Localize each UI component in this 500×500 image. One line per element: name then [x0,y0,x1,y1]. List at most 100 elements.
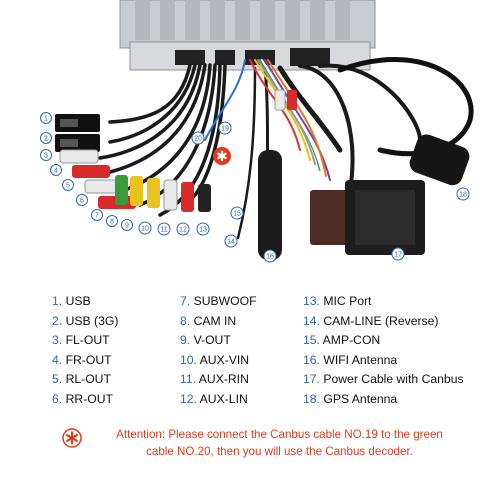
legend-item: 2. USB (3G) [52,312,118,332]
svg-text:11: 11 [160,227,167,234]
legend-label: AUX-LIN [199,391,248,406]
legend-label: SUBWOOF [193,294,257,308]
attention-star-marker [213,147,231,165]
legend-number: 13. [303,294,320,308]
legend-label: MIC Port [323,294,372,308]
svg-text:2: 2 [44,136,48,143]
legend-item: 11. AUX-RIN [180,370,257,390]
legend-number: 12. [180,391,197,406]
legend-number: 1. [52,294,63,308]
legend-label: AUX-RIN [198,372,249,387]
callout-12: 12 [176,222,190,236]
legend-number: 11. [180,372,197,387]
callout-7: 7 [91,209,103,221]
callout-19: 19 [218,121,232,135]
callout-17: 17 [391,247,405,261]
legend-number: 6. [52,391,63,406]
canbus-connector [310,180,425,255]
attention-note: Attention: Please connect the Canbus cab… [62,424,462,462]
svg-text:10: 10 [141,226,149,233]
legend-label: CAM IN [193,313,237,328]
legend-item: 1. USB [52,292,118,312]
asterisk-warning-icon [62,428,82,448]
legend-item: 9. V-OUT [180,331,257,351]
callout-16: 16 [263,249,277,263]
callout-4: 4 [50,164,62,176]
svg-text:4: 4 [54,168,58,175]
svg-text:20: 20 [194,136,202,143]
callout-18: 18 [456,187,470,201]
legend-column-3: 13. MIC Port 14. CAM-LINE (Reverse) 15. … [303,292,464,410]
legend-number: 17. [303,372,320,387]
rca-connectors [59,89,297,212]
legend-item: 13. MIC Port [303,292,464,312]
legend-column-2: 7. SUBWOOF 8. CAM IN 9. V-OUT 10. AUX-VI… [180,292,257,410]
legend-label: RL-OUT [65,372,111,387]
gps-antenna [409,134,470,186]
legend-number: 3. [52,333,63,348]
legend-item: 15. AMP-CON [303,331,464,351]
legend-label: GPS Antenna [323,391,398,406]
callout-13: 13 [196,222,210,236]
attention-text: Attention: Please connect the Canbus cab… [92,426,467,460]
legend-number: 15. [303,333,320,348]
callout-14: 14 [224,234,238,248]
attention-line-1: Attention: Please connect the Canbus cab… [116,428,443,441]
svg-text:12: 12 [179,227,187,234]
legend-item: 18. GPS Antenna [303,390,464,410]
svg-text:5: 5 [66,183,70,190]
legend-item: 8. CAM IN [180,312,257,332]
legend-number: 10. [180,352,197,367]
legend-item: 12. AUX-LIN [180,390,257,410]
legend-label: USB [65,294,91,308]
svg-text:6: 6 [80,198,84,205]
callout-3: 3 [40,149,52,161]
callout-2: 2 [40,132,52,144]
svg-text:3: 3 [44,153,48,160]
callout-8: 8 [106,215,118,227]
legend-number: 14. [303,313,320,328]
svg-text:7: 7 [95,213,99,220]
legend-number: 7. [180,294,191,308]
svg-text:13: 13 [199,227,207,234]
callout-6: 6 [76,194,88,206]
legend-label: WIFI Antenna [323,352,398,367]
callout-5: 5 [62,179,74,191]
svg-text:19: 19 [221,126,229,133]
legend-number: 9. [180,333,191,348]
legend-item: 4. FR-OUT [52,351,118,371]
usb-connectors [55,114,100,152]
legend-item: 6. RR-OUT [52,390,118,410]
legend-item: 17. Power Cable with Canbus [303,370,464,390]
legend-label: V-OUT [193,333,231,348]
attention-line-2: cable NO.20, then you will use the Canbu… [146,445,413,458]
legend-label: RR-OUT [65,391,113,406]
callout-10: 10 [138,221,152,235]
callout-9: 9 [121,219,133,231]
svg-text:17: 17 [394,252,402,259]
legend-number: 18. [303,391,320,406]
legend-number: 5. [52,372,63,387]
legend-label: FL-OUT [65,333,110,348]
legend-item: 3. FL-OUT [52,331,118,351]
legend-label: USB (3G) [65,313,119,328]
legend-number: 2. [52,313,63,328]
callout-11: 11 [157,222,171,236]
svg-text:18: 18 [459,192,467,199]
harness-photo: ✱ 1 2 3 4 5 6 7 8 9 10 11 12 13 14 15 16… [40,0,474,263]
svg-text:15: 15 [233,211,241,218]
svg-text:✱: ✱ [216,149,228,165]
svg-text:8: 8 [110,219,114,226]
legend-item: 10. AUX-VIN [180,351,257,371]
wifi-antenna [258,150,282,260]
legend-item: 7. SUBWOOF [180,292,257,312]
legend-number: 8. [180,313,191,328]
legend-number: 4. [52,352,63,367]
svg-text:14: 14 [227,239,235,246]
legend-label: AUX-VIN [199,352,250,367]
callout-20: 20 [191,131,205,145]
legend-item: 16. WIFI Antenna [303,351,464,371]
connector-legend: 1. USB 2. USB (3G) 3. FL-OUT 4. FR-OUT 5… [0,292,500,412]
legend-column-1: 1. USB 2. USB (3G) 3. FL-OUT 4. FR-OUT 5… [52,292,118,410]
legend-item: 14. CAM-LINE (Reverse) [303,312,464,332]
